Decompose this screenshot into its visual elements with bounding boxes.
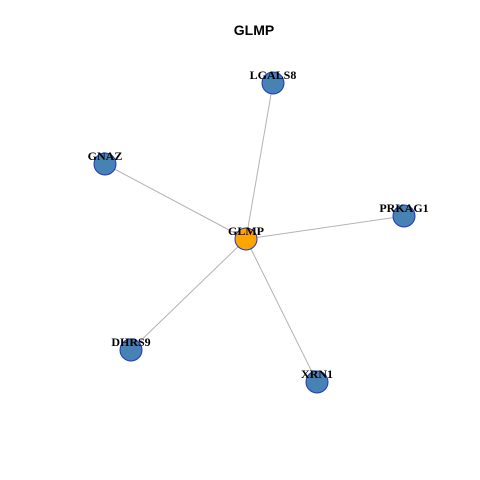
node-label-dhrs9: DHRS9 [111,335,150,349]
edge-glmp-gnaz [104,163,247,240]
node-label-xrn1: XRN1 [301,367,333,381]
node-gnaz [93,152,117,176]
node-glmp [234,227,258,251]
node-xrn1 [305,370,329,394]
node-label-prkag1: PRKAG1 [379,201,428,215]
node-prkag1 [392,204,416,228]
edge-glmp-lgals8 [245,82,274,240]
edge-glmp-dhrs9 [130,238,247,351]
node-dhrs9 [119,338,143,362]
edge-group [104,82,405,383]
edge-glmp-prkag1 [245,215,405,240]
node-lgals8 [261,71,285,95]
edge-glmp-xrn1 [245,238,318,383]
node-label-lgals8: LGALS8 [250,68,297,82]
diagram-title: GLMP [234,22,274,38]
node-label-glmp: GLMP [228,224,264,238]
node-label-gnaz: GNAZ [88,149,123,163]
node-group [93,71,416,394]
